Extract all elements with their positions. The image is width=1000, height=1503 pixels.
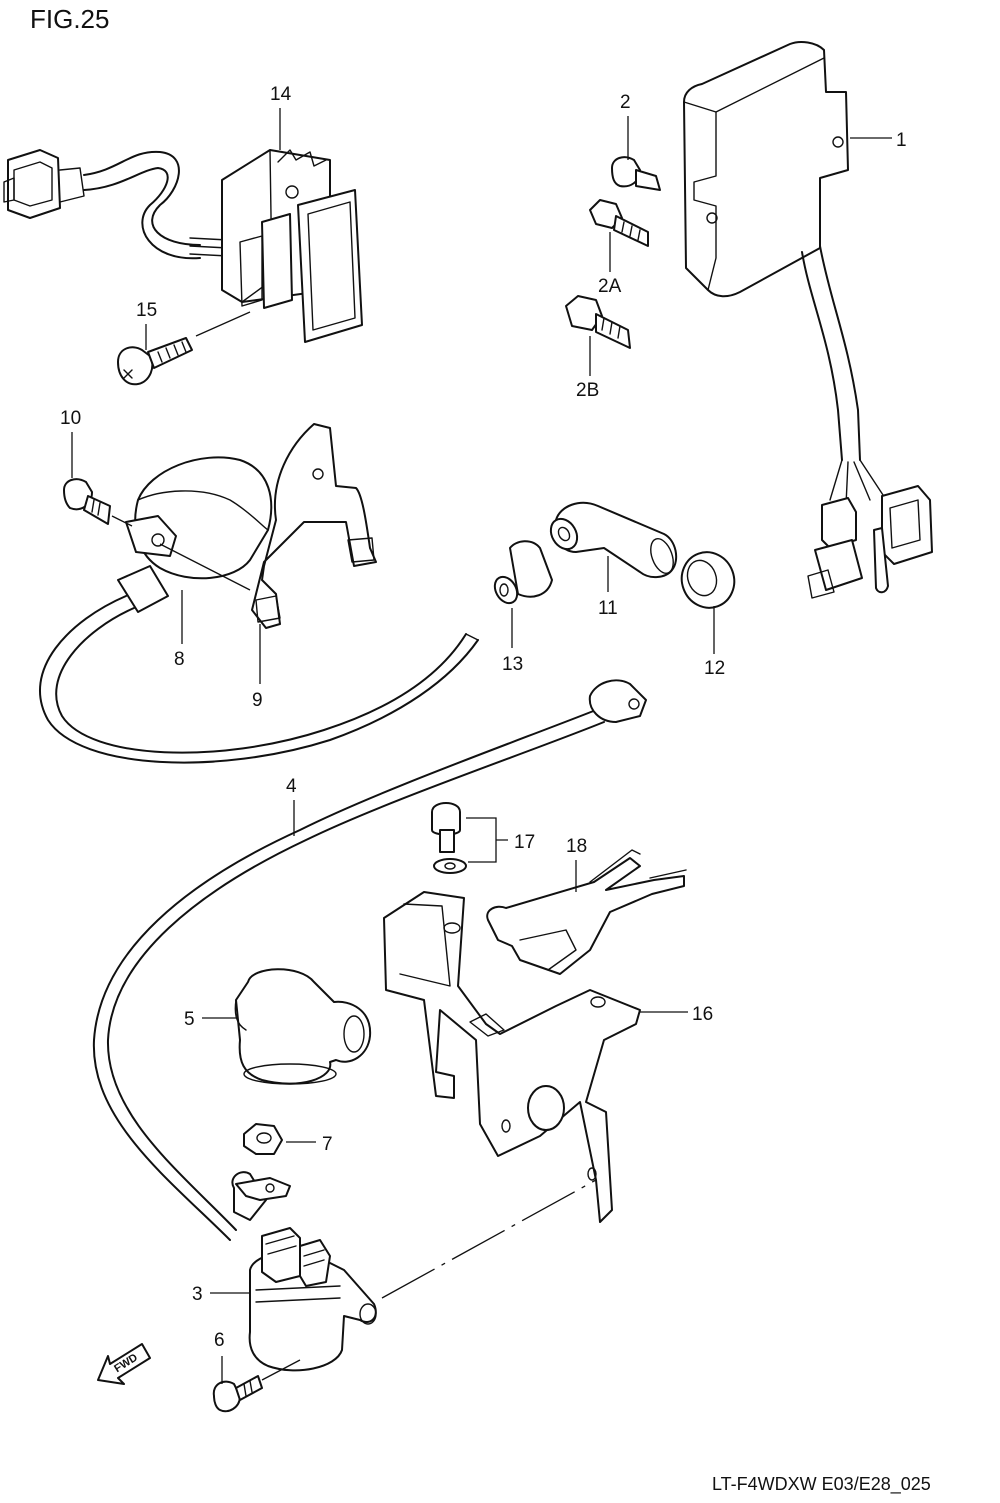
terminal-part-13 bbox=[493, 540, 553, 605]
clamp-part-18 bbox=[486, 849, 687, 975]
callout-13: 13 bbox=[502, 654, 523, 675]
callout-15: 15 bbox=[136, 300, 157, 321]
callout-9: 9 bbox=[252, 690, 263, 711]
callout-12: 12 bbox=[704, 658, 725, 679]
bolt-washer-part-17 bbox=[431, 802, 467, 874]
callout-2: 2 bbox=[620, 92, 631, 113]
seal-ring-part-12 bbox=[680, 551, 736, 609]
callout-2a: 2A bbox=[598, 276, 622, 297]
callout-8: 8 bbox=[174, 649, 185, 670]
fwd-arrow-icon: FWD bbox=[97, 1343, 151, 1385]
cdi-unit-part bbox=[683, 41, 933, 599]
screw-part-15 bbox=[117, 337, 193, 386]
bolt-part-10 bbox=[63, 478, 111, 525]
callout-16: 16 bbox=[692, 1004, 713, 1025]
bolt-part-2 bbox=[611, 156, 661, 191]
bolt-part-6 bbox=[212, 1375, 263, 1413]
callout-4: 4 bbox=[286, 776, 297, 797]
footer-code: LT-F4WDXW E03/E28_025 bbox=[712, 1474, 931, 1495]
relay-cover-part-5 bbox=[234, 968, 372, 1085]
regulator-rectifier-part bbox=[3, 149, 363, 343]
bolt-part-2a bbox=[589, 199, 649, 247]
bolt-part-2b bbox=[565, 295, 631, 349]
plug-cap-part-11 bbox=[549, 501, 678, 578]
relay-bracket-part-16 bbox=[383, 891, 641, 1223]
starter-relay-part-3 bbox=[248, 1227, 377, 1372]
lead-wire-part-4 bbox=[92, 679, 647, 1241]
callout-11: 11 bbox=[598, 598, 618, 619]
callout-10: 10 bbox=[60, 408, 81, 429]
figure-title: FIG.25 bbox=[30, 4, 109, 34]
callout-18: 18 bbox=[566, 836, 587, 857]
coil-bracket-part bbox=[251, 423, 377, 629]
callout-2b: 2B bbox=[576, 380, 599, 401]
callout-6: 6 bbox=[214, 1330, 225, 1351]
terminal-plate bbox=[235, 1177, 291, 1201]
callout-7: 7 bbox=[322, 1134, 333, 1155]
nut-part-7 bbox=[243, 1123, 283, 1155]
callout-1: 1 bbox=[896, 130, 907, 151]
callout-5: 5 bbox=[184, 1009, 195, 1030]
callout-14: 14 bbox=[270, 84, 292, 105]
callout-3: 3 bbox=[192, 1284, 203, 1305]
callout-17: 17 bbox=[514, 832, 535, 853]
